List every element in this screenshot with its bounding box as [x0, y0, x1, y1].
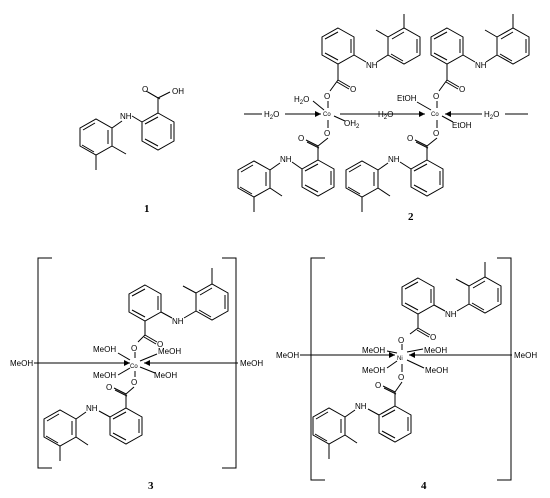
compound-2-etoh-upper: EtOH	[397, 94, 417, 103]
compound-2-h2o-right: H2O	[484, 110, 499, 121]
compound-4-o-coord-bottom: O	[398, 373, 404, 382]
compound-1-nh: NH	[120, 112, 132, 121]
compound-3-cobalt: Co	[130, 364, 138, 370]
compound-3-meoh-lower-left: MeOH	[93, 371, 116, 380]
compound-2-etoh-lower: EtOH	[452, 121, 472, 130]
compound-3-meoh-outer-left: MeOH	[10, 359, 33, 368]
compound-4-o-top: O	[430, 333, 436, 342]
compound-3-structure: MeOH MeOH NH O O Co MeOH MeOH MeOH	[10, 257, 263, 469]
compound-2-o-top-right: O	[459, 85, 465, 94]
compound-3-meoh-upper-left: MeOH	[93, 345, 116, 354]
compound-2-o-coord-top-right: O	[433, 92, 439, 101]
compound-4-nh-top: NH	[445, 310, 457, 319]
compound-3-meoh-outer-right: MeOH	[240, 359, 263, 368]
compound-2-h2o-left: H2O	[264, 110, 279, 121]
compound-2-cobalt-left: Co	[323, 112, 331, 118]
compound-1-carbonyl-o: O	[142, 85, 148, 94]
compound-2-cobalt-right: Co	[431, 112, 439, 118]
compound-4-o-bottom: O	[375, 381, 381, 390]
compound-2-o-bottom-left: O	[298, 134, 304, 143]
compound-3-number: 3	[148, 480, 154, 492]
compound-4-number: 4	[421, 480, 427, 492]
compound-2-o-bottom-right: O	[407, 134, 413, 143]
compound-3-meoh-upper-right: MeOH	[158, 347, 181, 356]
compound-2-nh-bottom-right: NH	[388, 155, 400, 164]
compound-3-o-top: O	[157, 340, 163, 349]
compound-2-o-coord-bottom-right: O	[433, 129, 439, 138]
compound-1-number: 1	[144, 203, 150, 215]
compound-2-nh-top-left: NH	[366, 61, 378, 70]
compound-2-structure: NH O O Co H2O OH2 H2O O O	[237, 14, 530, 212]
compound-3-o-bottom: O	[106, 383, 112, 392]
compound-2-o-coord-bottom-left: O	[324, 129, 330, 138]
compound-4-meoh-outer-left: MeOH	[276, 351, 299, 360]
compound-3-nh-top: NH	[172, 317, 184, 326]
compound-2-oh2-lower: OH2	[344, 119, 360, 130]
compound-3-nh-bottom: NH	[86, 404, 98, 413]
compound-4-meoh-upper-left: MeOH	[362, 346, 385, 355]
compound-4-nickel: Ni	[397, 356, 403, 362]
compound-1-structure: O OH NH	[79, 85, 184, 170]
compound-4-meoh-lower-left: MeOH	[362, 366, 385, 375]
compound-2-nh-bottom-left: NH	[280, 155, 292, 164]
compound-2-h2o-inner: H2O	[378, 110, 393, 121]
compound-2-nh-top-right: NH	[475, 61, 487, 70]
compound-2-o-top-left: O	[350, 85, 356, 94]
compound-1-hydroxyl: OH	[172, 87, 184, 96]
compound-4-o-coord-top: O	[398, 336, 404, 345]
compound-4-nh-bottom: NH	[355, 402, 367, 411]
compound-4-meoh-outer-right: MeOH	[514, 351, 537, 360]
compound-4-structure: MeOH MeOH NH O O Ni MeOH MeOH MeOH	[276, 257, 537, 481]
compound-4-meoh-upper-right: MeOH	[424, 346, 447, 355]
compound-2-number: 2	[408, 211, 414, 223]
compound-2-o-coord-top-left: O	[324, 92, 330, 101]
compound-4-meoh-lower-right: MeOH	[425, 366, 448, 375]
compound-3-o-coord-top: O	[131, 344, 137, 353]
compound-3-meoh-lower-right: MeOH	[154, 371, 177, 380]
compound-3-o-coord-bottom: O	[131, 378, 137, 387]
compound-2-h2o-upper: H2O	[294, 95, 309, 106]
